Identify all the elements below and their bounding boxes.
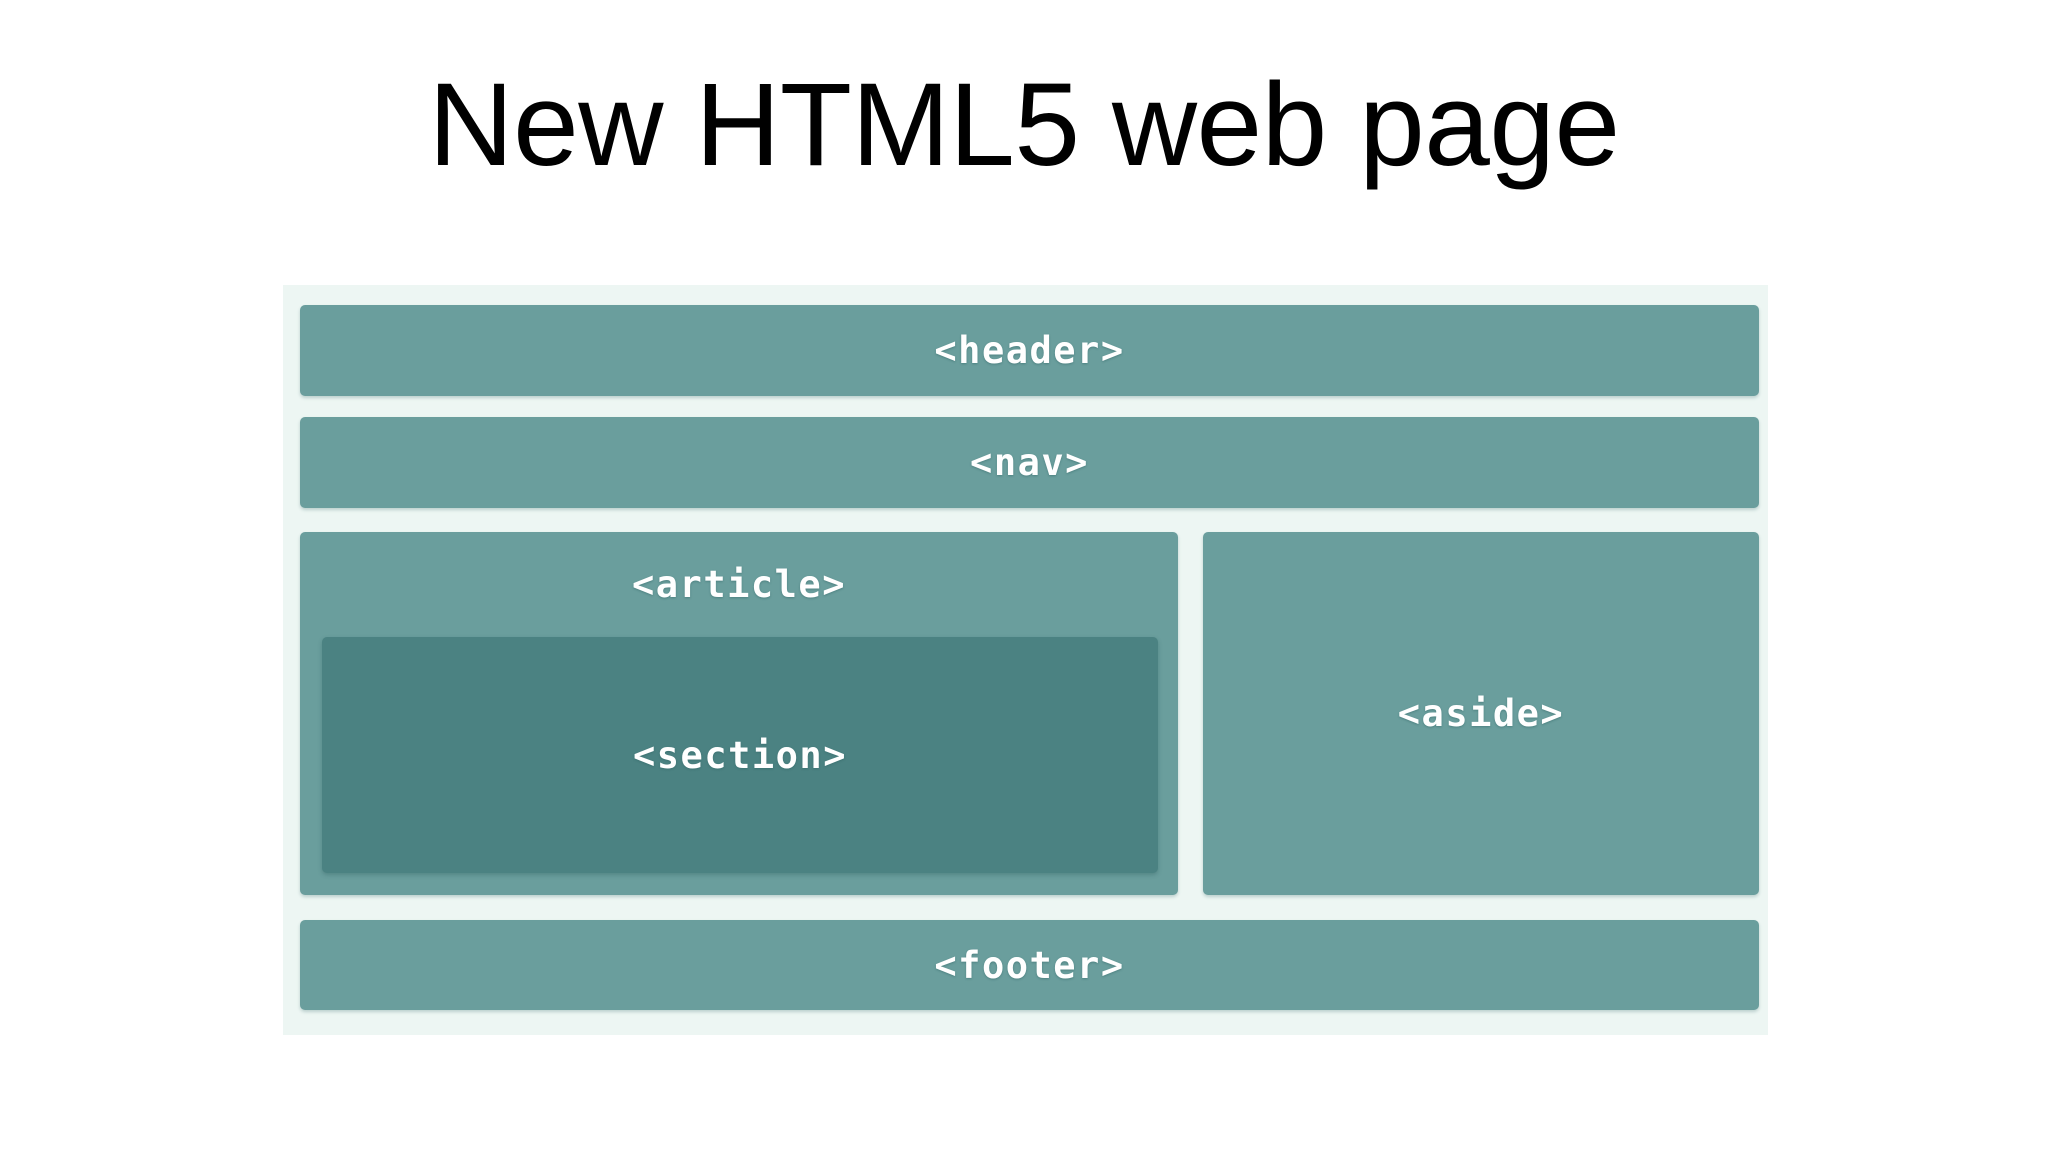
page-title: New HTML5 web page <box>428 59 1620 191</box>
block-header[interactable]: <header> <box>300 305 1759 396</box>
block-footer-label: <footer> <box>934 943 1125 987</box>
block-section[interactable]: <section> <box>322 637 1158 873</box>
block-nav[interactable]: <nav> <box>300 417 1759 508</box>
block-nav-label: <nav> <box>970 441 1089 484</box>
html5-page-structure-diagram: <header> <nav> <article> <section> <asid… <box>283 285 1768 1035</box>
block-section-label: <section> <box>633 733 847 777</box>
block-footer[interactable]: <footer> <box>300 920 1759 1010</box>
block-aside[interactable]: <aside> <box>1203 532 1759 895</box>
block-article-label-wrapper: <article> <box>300 532 1178 637</box>
block-header-label: <header> <box>934 329 1125 372</box>
block-article[interactable]: <article> <section> <box>300 532 1178 895</box>
block-article-label: <article> <box>632 563 846 606</box>
block-aside-label: <aside> <box>1397 692 1565 735</box>
